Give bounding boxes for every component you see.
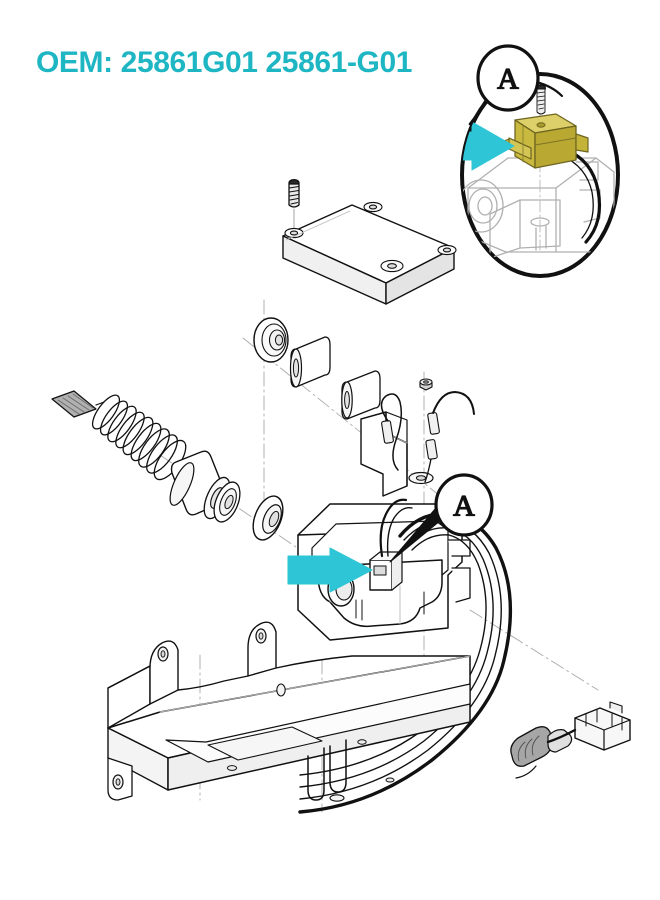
detail-inset-a: A [460, 44, 620, 278]
flat-washer-2 [252, 495, 284, 541]
switch-pocket [369, 551, 403, 591]
cover-screw [288, 178, 300, 233]
detail-a-main-label: A [453, 490, 475, 523]
hex-nut [419, 378, 433, 391]
threaded-rod [51, 390, 105, 418]
pulley-sheave [253, 317, 289, 363]
coil-spring [91, 394, 187, 481]
detail-a-main: A [389, 473, 494, 563]
roller-bushing-upper [289, 336, 331, 388]
roller-bushing-lower [341, 370, 381, 420]
page-title: OEM: 25861G01 25861-G01 [36, 46, 413, 79]
mounting-bracket [107, 621, 471, 802]
strain-relief [510, 726, 573, 779]
solenoid-bracket [360, 391, 475, 497]
micro-switch [503, 113, 589, 169]
detail-a-top-label: A [497, 63, 519, 96]
flat-washer-1 [213, 481, 241, 523]
switch-screw [535, 84, 547, 133]
main-housing [297, 503, 471, 641]
cover-plate [282, 201, 457, 305]
arrow-detail [462, 121, 515, 171]
electrical-connector [574, 701, 631, 751]
arrow-main [287, 547, 373, 593]
